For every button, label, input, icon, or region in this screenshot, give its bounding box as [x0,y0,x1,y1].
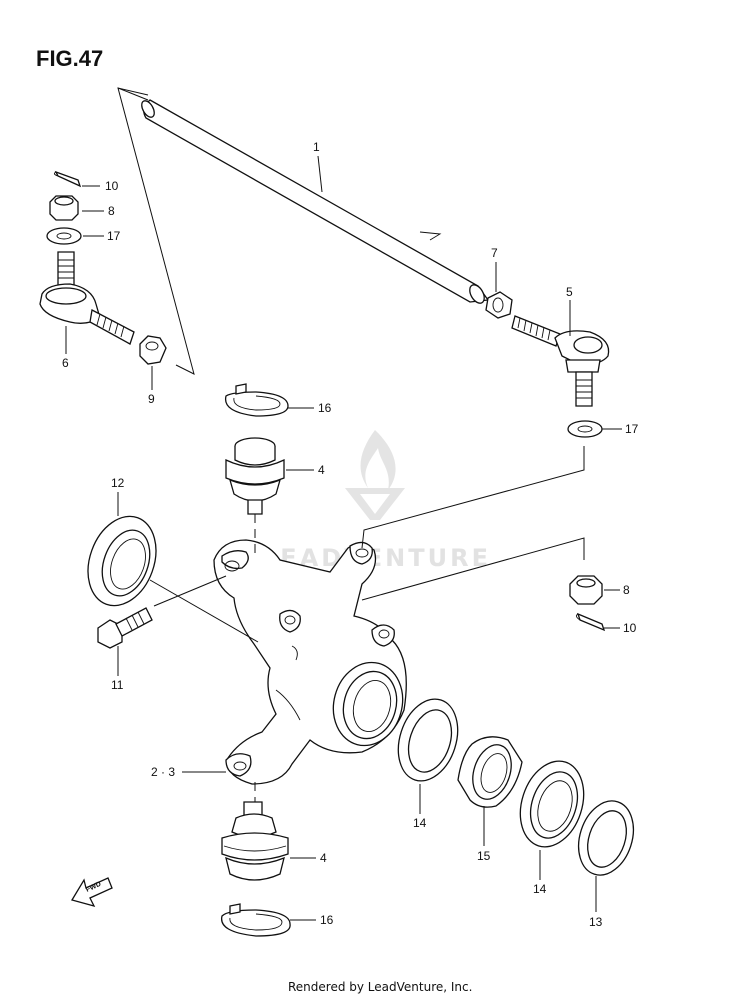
seal-12-part[interactable] [76,507,168,615]
watermark: LEADVENTURE [262,430,488,572]
callout-8-right: 8 [623,583,630,597]
callout-14-lower: 14 [533,882,547,896]
figure-title: FIG.47 [36,46,103,71]
seal-14-upper-part[interactable] [388,691,467,788]
seal-14-lower-part[interactable] [510,753,594,855]
nut-9-part[interactable] [139,335,167,365]
nut-8-right-part[interactable] [569,575,603,605]
callout-10-left: 10 [105,179,119,193]
tie-rod-end-left-part[interactable] [39,251,135,345]
callout-13: 13 [589,915,603,929]
callout-numbers: 1 10 8 17 6 9 7 5 17 16 4 12 11 8 10 2 ·… [62,140,639,929]
callout-7: 7 [491,246,498,260]
tie-rod-end-right-part[interactable] [511,315,610,407]
bearing-15-part[interactable] [457,736,523,808]
callout-10-right: 10 [623,621,637,635]
ball-joint-4-upper-part[interactable] [225,437,285,515]
callout-17-left: 17 [107,229,121,243]
callout-16-upper: 16 [318,401,332,415]
v-watermark-icon [345,488,405,520]
callout-14-upper: 14 [413,816,427,830]
bolt-11-part[interactable] [97,607,153,649]
callout-9: 9 [148,392,155,406]
circlip-16-upper-part[interactable] [224,383,289,417]
callout-4-upper: 4 [318,463,325,477]
callout-8-left: 8 [108,204,115,218]
cotter-pin-10-right-part[interactable] [575,612,606,632]
circlip-16-lower-part[interactable] [221,903,291,937]
footer-credit: Rendered by LeadVenture, Inc. [288,980,472,994]
callout-5: 5 [566,285,573,299]
callout-6: 6 [62,356,69,370]
callout-4-lower: 4 [320,851,327,865]
tie-rod-part[interactable] [139,99,490,306]
forward-arrow-icon: FWD [71,877,113,908]
steering-knuckle-part[interactable] [213,539,412,785]
ball-joint-4-lower-part[interactable] [221,801,289,881]
washer-17-right-part[interactable] [567,420,603,438]
cotter-pin-10-left-part[interactable] [53,170,82,188]
ring-13-part[interactable] [570,794,643,882]
nut-8-left-part[interactable] [49,195,79,221]
flame-watermark-icon [360,430,396,490]
assembly-bracket [117,87,195,375]
callout-16-lower: 16 [320,913,334,927]
callout-11: 11 [111,678,124,692]
nut-7-part[interactable] [485,291,513,319]
callout-12: 12 [111,476,125,490]
callout-2-3: 2 · 3 [151,765,175,779]
washer-17-left-part[interactable] [46,227,82,245]
leader-lines [65,155,622,921]
callout-17-right: 17 [625,422,639,436]
callout-1: 1 [313,140,320,154]
callout-15: 15 [477,849,491,863]
